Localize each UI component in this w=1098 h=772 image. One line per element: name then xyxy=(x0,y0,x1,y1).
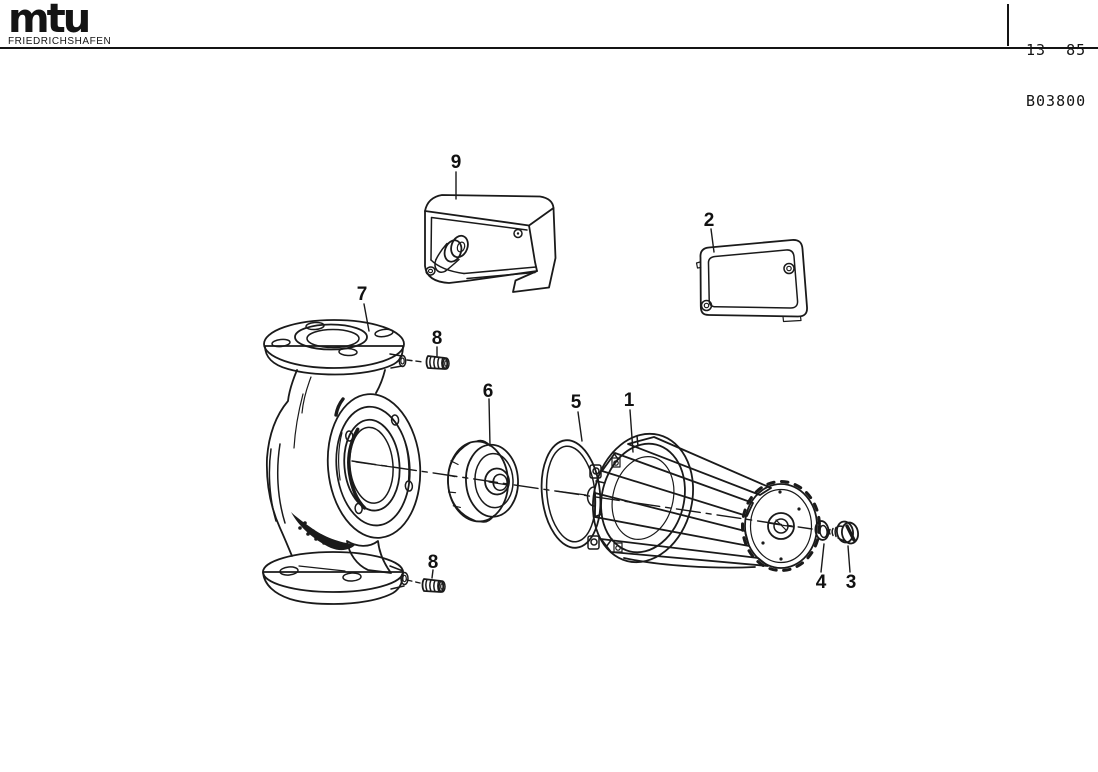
header-divider xyxy=(1007,4,1009,46)
screw-drawing xyxy=(826,520,859,545)
callout-9: 9 xyxy=(451,152,462,173)
cover-flange-hole xyxy=(425,266,436,276)
impeller-drawing xyxy=(447,439,519,523)
motor-drawing xyxy=(586,432,821,572)
o-ring-drawing xyxy=(540,439,602,549)
centerline-segments xyxy=(355,461,795,528)
mtu-logo: mtu FRIEDRICHSHAFEN xyxy=(8,0,112,47)
callout-2: 2 xyxy=(704,210,715,231)
housing-volute-face xyxy=(326,393,422,539)
motor-fin xyxy=(600,538,769,567)
callout-1: 1 xyxy=(624,390,635,411)
motor-fin xyxy=(627,436,772,496)
callout-8-top: 8 xyxy=(432,328,443,349)
shading-arc-top xyxy=(334,397,345,417)
callout-5: 5 xyxy=(571,392,582,413)
plug-screw-bottom xyxy=(406,578,446,593)
callout-7: 7 xyxy=(357,284,368,305)
callout-8-bottom: 8 xyxy=(428,552,439,573)
gasket-drawing xyxy=(695,239,808,323)
mtu-logo-wordmark: mtu xyxy=(8,0,91,42)
pump-housing-drawing xyxy=(262,319,422,605)
callout-6: 6 xyxy=(483,381,494,402)
cover-side-hole xyxy=(513,228,523,239)
plug-screw-top xyxy=(406,355,450,370)
callout-leaders xyxy=(363,171,851,579)
screw-slot xyxy=(845,524,856,542)
document-reference: 13 85 B03800 xyxy=(1026,8,1086,144)
sheet-number: 13 85 xyxy=(1026,41,1087,59)
cover-drawing xyxy=(424,194,557,293)
callout-3: 3 xyxy=(846,572,857,593)
drawing-number: B03800 xyxy=(1026,92,1087,110)
housing-bottom-flange xyxy=(262,551,409,605)
callout-4: 4 xyxy=(816,572,827,593)
stipple-dots xyxy=(298,521,339,548)
assembly-centerline xyxy=(351,460,813,530)
housing-top-flange xyxy=(263,319,407,376)
mtu-logo-subtitle: FRIEDRICHSHAFEN xyxy=(8,36,112,47)
housing-foot xyxy=(346,540,392,574)
motor-fin xyxy=(601,452,754,517)
header-rule xyxy=(0,47,1098,49)
